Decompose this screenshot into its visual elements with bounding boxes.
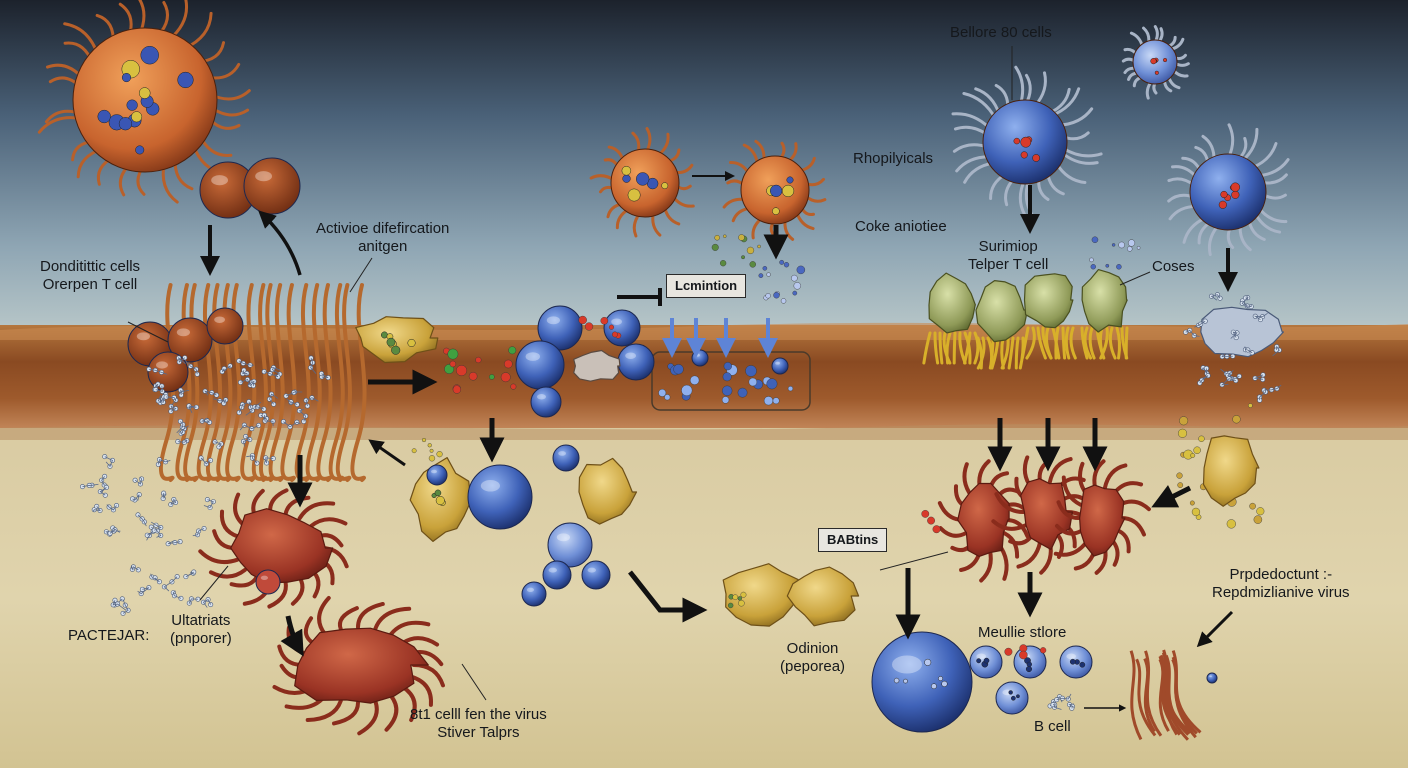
label-killer-cell: 8t1 celll fen the virus Stiver Talprs [410,706,547,741]
label-odinion: Odinion (peporea) [780,640,846,675]
label-ultatriats: Ultatriats (pnporer) [170,612,232,647]
label-activioe-diff: Activioe difefircation anitgen [316,220,450,255]
label-reproductive-virus: Prpdedoctunt :- Repdmizlianive virus [1212,566,1350,601]
arrow-bent [628,570,708,623]
grey-cell [573,349,621,382]
yellow-cell-m1 [409,457,472,542]
blue-small-1 [691,349,709,367]
antigen-particles [443,346,517,394]
blue-small-m4 [581,560,611,590]
red-cell-1 [198,488,349,609]
yellow-cell-m2 [578,457,638,525]
antigen-particles [411,437,443,462]
antibody-chains [79,454,216,616]
memory-cell-4 [995,681,1029,715]
antigen-particles [578,315,622,339]
leader-coses [1119,271,1151,286]
antigen-particles [1089,236,1141,270]
cell-brown-2 [243,157,301,215]
arrow-dc-curve [258,210,302,276]
label-coses: Coses [1152,258,1195,275]
brown-cell-d [206,307,244,345]
label-coke-aniotiee: Coke aniotiee [855,218,947,235]
antigen-particles [758,259,806,304]
label-pactejar: PACTEJAR: [68,627,150,644]
antibody-chains [1183,292,1282,403]
b-cell-large [871,631,973,733]
leader-babtins [879,551,949,571]
leader-killer [461,663,487,701]
virus-fibers [1129,649,1202,741]
blue-cell-1 [537,305,583,351]
arrow-back-left [368,439,406,467]
antigen-particles [1004,644,1047,660]
brown-cell-b [167,317,213,363]
blue-cell-3 [515,340,565,390]
arrow-to-virus [1196,610,1234,648]
yellow-cell-c2 [786,566,860,627]
leader-lines [127,46,1151,701]
blue-small-m2 [552,444,580,472]
label-memory-cells: Meullie stlore [978,624,1067,641]
blue-t-cell-1 [951,65,1103,218]
yellow-cell-band [355,316,439,364]
memory-cell-3 [1059,645,1093,679]
antibody-chains [146,355,331,466]
arrows-layer [200,171,1238,712]
antigen-particles [727,591,747,609]
antibody-chains [1047,693,1075,711]
label-babtins: BABtins [818,528,888,552]
leader-dendritic [127,321,169,343]
blue-cell-5 [530,386,562,418]
antigen-particles [921,510,941,534]
label-rhopilyicals: Rhopilyicals [853,150,934,167]
leader-activioe [349,257,373,293]
leader-ultatriats [199,565,229,601]
blue-t-cell-small [1121,25,1190,100]
blue-small-m5 [521,581,547,607]
dendritic-cell-large [37,0,251,204]
yellow-cell-c1 [722,563,802,627]
blue-cell-m3 [547,522,593,568]
red-small-ball [255,569,281,595]
blue-cell-4 [617,343,655,381]
blue-cell-large-m [467,464,533,530]
label-dendritic-opener: Donditittic cells Orerpen T cell [40,258,141,293]
antigen-particles [711,234,761,268]
blue-small-m1 [426,464,448,486]
dendritic-cell-small-2 [722,139,827,241]
label-b-cell: B cell [1034,718,1071,735]
cells-layer [37,0,1290,741]
blue-t-cell-2 [1167,123,1290,257]
virus-particle [1206,672,1218,684]
arrow-to-killer [280,615,304,657]
label-before-b-cells: Bellore 80 cells [950,24,1052,41]
blue-small-2 [771,357,789,375]
blue-small-m3 [542,560,572,590]
label-surimiop-helper: Surimiop Telper T cell [968,238,1049,273]
memory-cell-1 [969,645,1003,679]
dendritic-cell-small-1 [589,127,695,238]
blue-cell-2 [603,309,641,347]
antigen-particles [658,362,794,406]
arrow-into-red [1151,484,1192,508]
label-luminstion: Lcmintion [666,274,747,298]
yellow-cell-right [1202,435,1260,507]
